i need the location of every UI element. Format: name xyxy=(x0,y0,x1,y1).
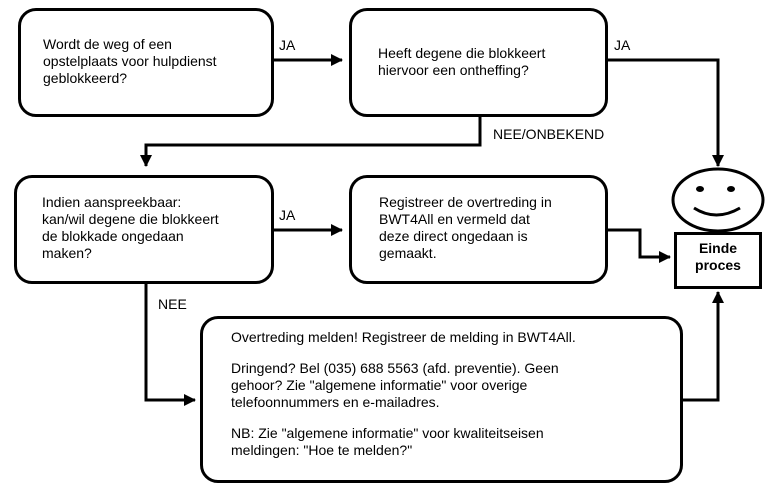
edge-label-nee-onbekend: NEE/ONBEKEND xyxy=(493,126,605,142)
arrow-exemption-to-undo xyxy=(140,117,482,167)
edge-label-ja-3: JA xyxy=(279,207,296,223)
edge-label-nee: NEE xyxy=(158,296,187,312)
report-paragraph-2: Dringend? Bel (035) 688 5563 (afd. preve… xyxy=(231,360,559,410)
end-process-box: Einde proces xyxy=(674,232,762,289)
edge-label-ja-1: JA xyxy=(279,37,296,53)
decision-has-exemption: Heeft degene die blokkeert hiervoor een … xyxy=(349,8,608,117)
arrow-exemption-to-end xyxy=(608,58,724,167)
decision-road-blocked-text: Wordt de weg of een opstelplaats voor hu… xyxy=(43,36,217,86)
decision-can-undo-text: Indien aanspreekbaar: kan/wil degene die… xyxy=(42,194,219,261)
action-register-undone-text: Registreer de overtreding in BWT4All en … xyxy=(379,194,552,261)
arrow-undo-to-report xyxy=(144,284,196,406)
report-paragraph-3: NB: Zie "algemene informatie" voor kwali… xyxy=(231,425,544,458)
arrow-report-to-end xyxy=(683,291,724,402)
decision-road-blocked: Wordt de weg of een opstelplaats voor hu… xyxy=(18,8,274,117)
report-paragraph-1: Overtreding melden! Registreer de meldin… xyxy=(231,329,576,345)
action-register-undone: Registreer de overtreding in BWT4All en … xyxy=(349,175,608,284)
smiley-face-icon xyxy=(671,167,765,233)
edge-label-ja-2: JA xyxy=(614,37,631,53)
decision-can-undo: Indien aanspreekbaar: kan/wil degene die… xyxy=(14,175,274,284)
action-report-violation: Overtreding melden! Registreer de meldin… xyxy=(200,316,683,483)
decision-has-exemption-text: Heeft degene die blokkeert hiervoor een … xyxy=(378,45,546,78)
arrow-register-to-end xyxy=(608,228,671,263)
